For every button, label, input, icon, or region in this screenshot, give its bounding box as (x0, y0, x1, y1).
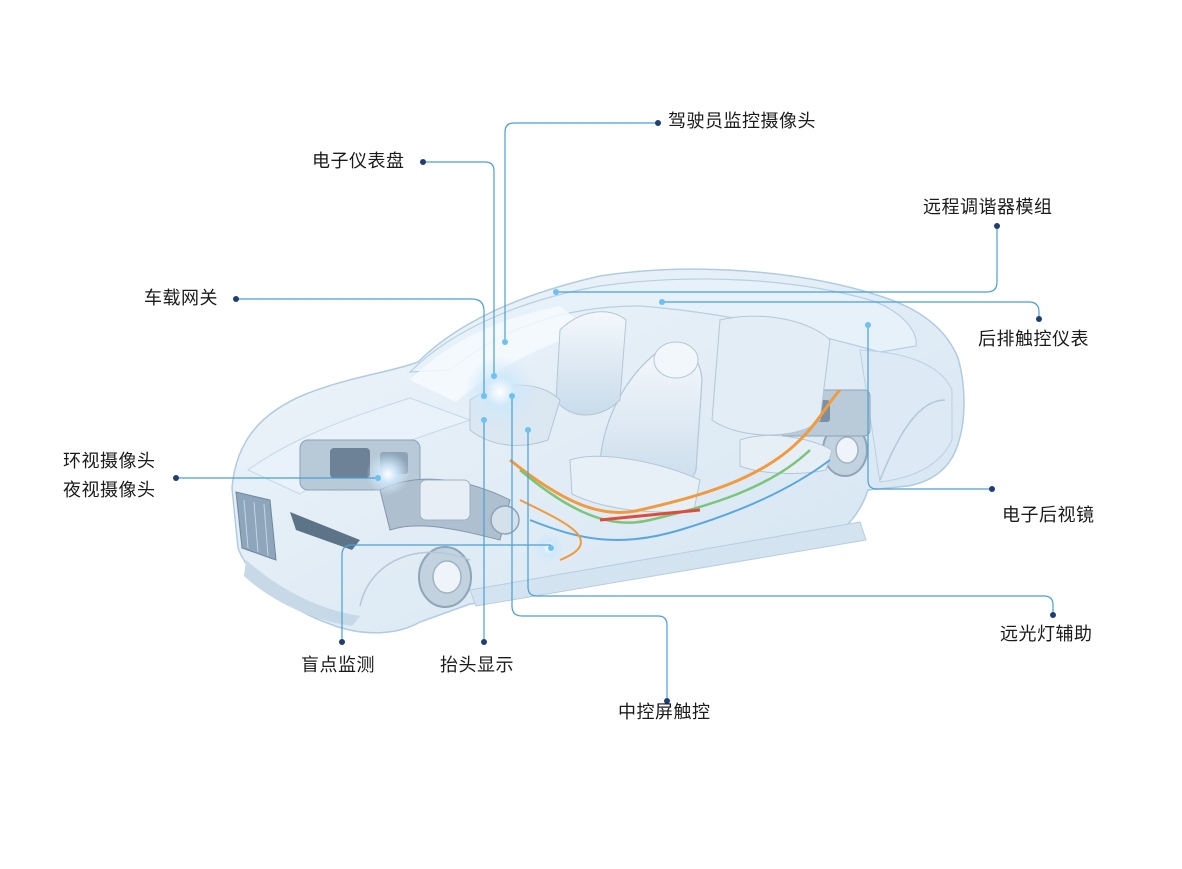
label-high-beam-assist: 远光灯辅助 (1000, 624, 1093, 645)
wheels (359, 399, 946, 608)
leader-center-touch (511, 396, 668, 700)
label-center-touch: 中控屏触控 (618, 702, 711, 723)
leader-rear-touch-panel (662, 301, 1040, 318)
sensor-point (509, 393, 515, 399)
label-dot (1050, 612, 1056, 618)
leader-telematics-module (556, 226, 998, 293)
label-blind-spot: 盲点监测 (301, 655, 375, 676)
label-dot (339, 639, 345, 645)
label-instrument-cluster: 电子仪表盘 (312, 151, 405, 172)
label-dot (994, 223, 1000, 229)
label-rear-touch-panel: 后排触控仪表 (978, 329, 1089, 350)
label-telematics-module: 远程调谐器模组 (923, 197, 1053, 218)
label-dot (173, 475, 179, 481)
label-vehicle-gateway: 车载网关 (144, 288, 218, 309)
label-dot (1036, 316, 1042, 322)
label-driver-monitor-camera: 驾驶员监控摄像头 (668, 111, 816, 132)
label-surround-camera: 环视摄像头 (63, 451, 156, 472)
sensor-point (491, 373, 497, 379)
leader-blind-spot (341, 544, 551, 641)
leader-lines (178, 122, 1054, 700)
label-dot (420, 159, 426, 165)
sensor-point (502, 339, 508, 345)
label-dot (233, 296, 239, 302)
label-dot (664, 698, 670, 704)
sensor-point (553, 289, 559, 295)
label-dots (173, 120, 1056, 704)
sensor-point (865, 322, 871, 328)
sensor-point (481, 417, 487, 423)
label-dot (481, 639, 487, 645)
label-dot (655, 120, 661, 126)
leader-driver-monitor-camera (504, 122, 655, 342)
wiring-harness (509, 388, 842, 561)
sensor-glows (366, 356, 565, 564)
leader-electronic-mirror (867, 325, 990, 490)
sensor-point (548, 545, 554, 551)
sensor-point (525, 427, 531, 433)
label-dot (989, 486, 995, 492)
sensor-point (375, 475, 381, 481)
leader-vehicle-gateway (236, 298, 485, 396)
leader-high-beam-assist (527, 430, 1054, 614)
label-night-vision-camera: 夜视摄像头 (63, 480, 156, 501)
label-hud: 抬头显示 (440, 655, 514, 676)
sensor-points (375, 289, 871, 551)
sensor-point (659, 299, 665, 305)
seats (469, 311, 833, 513)
label-electronic-mirror: 电子后视镜 (1002, 505, 1095, 526)
sensor-point (481, 393, 487, 399)
leader-instrument-cluster (424, 161, 495, 376)
